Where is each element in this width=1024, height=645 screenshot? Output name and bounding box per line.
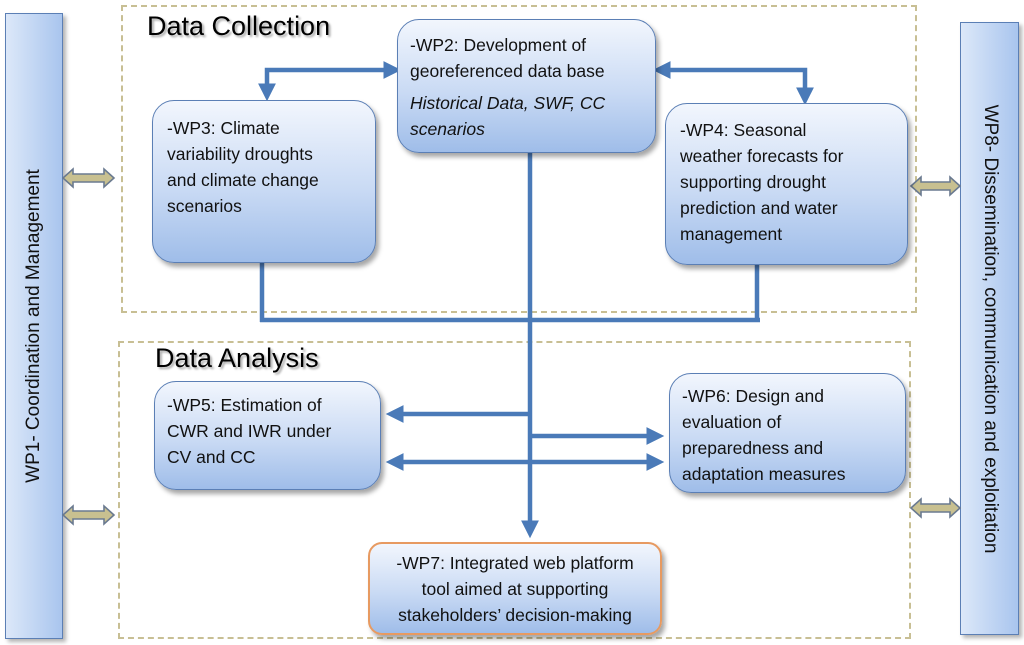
- wp4-line-2: weather forecasts for: [680, 146, 844, 166]
- wp2-box[interactable]: -WP2: Development of georeferenced data …: [397, 19, 656, 153]
- double-arrow-left-bottom: [61, 504, 116, 526]
- double-arrow-left-top: [61, 167, 116, 189]
- data-collection-frame: [121, 5, 917, 313]
- wp1-sidebar[interactable]: WP1- Coordination and Management: [5, 13, 63, 639]
- wp3-line-2: variability droughts: [167, 144, 313, 164]
- wp2-line-1: -WP2: Development of: [410, 35, 587, 55]
- wp6-line-3: preparedness and: [682, 438, 824, 458]
- arrow-wp2-wp3: [258, 61, 402, 102]
- arrow-wp2-wp4: [652, 61, 814, 106]
- wp5-line-3: CV and CC: [167, 447, 256, 467]
- wp4-line-1: -WP4: Seasonal: [680, 120, 807, 140]
- wp4-line-3: supporting drought: [680, 172, 826, 192]
- wp5-line-2: CWR and IWR under: [167, 421, 332, 441]
- data-collection-title: Data Collection: [147, 11, 331, 41]
- wp6-line-2: evaluation of: [682, 412, 782, 432]
- wp2-italic-line-1: Historical Data, SWF, CC: [410, 93, 606, 113]
- wp8-sidebar[interactable]: WP8- Dissemination, communication and ex…: [960, 22, 1019, 635]
- wp7-line-2: tool aimed at supporting: [421, 579, 609, 599]
- wp6-line-4: adaptation measures: [682, 464, 846, 484]
- wp2-italic-line-2: scenarios: [410, 119, 485, 139]
- wp3-line-1: -WP3: Climate: [167, 118, 280, 138]
- wp7-box[interactable]: -WP7: Integrated web platform tool aimed…: [368, 542, 662, 635]
- wp7-line-1: -WP7: Integrated web platform: [396, 553, 634, 573]
- wp2-line-2: georeferenced data base: [410, 61, 605, 81]
- wp6-box[interactable]: -WP6: Design and evaluation of preparedn…: [669, 373, 906, 493]
- double-arrow-right-top: [909, 175, 962, 197]
- wp6-line-1: -WP6: Design and: [682, 386, 825, 406]
- wp7-line-3: stakeholders’ decision-making: [398, 605, 632, 625]
- wp3-box[interactable]: -WP3: Climate variability droughts and c…: [152, 100, 376, 263]
- double-arrow-right-bottom: [909, 497, 962, 519]
- wp5-box[interactable]: -WP5: Estimation of CWR and IWR under CV…: [154, 381, 381, 490]
- wp3-line-3: and climate change: [167, 170, 319, 190]
- wp5-line-1: -WP5: Estimation of: [167, 395, 322, 415]
- wp4-line-4: prediction and water: [680, 198, 838, 218]
- wp4-line-5: management: [680, 224, 783, 244]
- data-analysis-frame: [118, 341, 911, 639]
- wp4-box[interactable]: -WP4: Seasonal weather forecasts for sup…: [665, 103, 908, 265]
- wp3-line-4: scenarios: [167, 196, 242, 216]
- data-analysis-title: Data Analysis: [155, 343, 319, 373]
